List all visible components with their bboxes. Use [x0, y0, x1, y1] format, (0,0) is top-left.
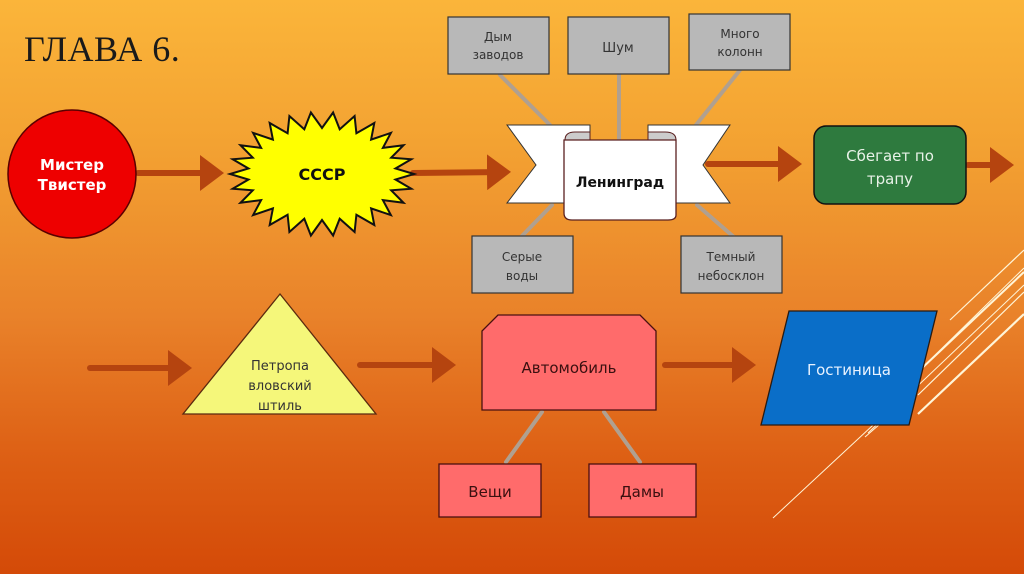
things-label: Вещи [468, 483, 511, 501]
connector-dark-sky [695, 203, 737, 240]
columns-label-2: колонн [717, 45, 762, 59]
connector-ladies [602, 410, 642, 464]
node-ladies: Дамы [588, 463, 697, 518]
slide-title: ГЛАВА 6. [24, 29, 181, 69]
smoke-label-2: заводов [473, 48, 524, 62]
mister-twister-label-2: Твистер [38, 176, 107, 194]
connector-columns [694, 68, 742, 127]
smoke-label-1: Дым [484, 30, 512, 44]
node-hotel: Гостиница [760, 310, 938, 426]
dark-sky-label-1: Темный [706, 250, 756, 264]
petropavlovsk-label-3: штиль [258, 399, 302, 414]
node-mister-twister: Мистер Твистер [7, 109, 137, 239]
gangway-label-2: трапу [867, 170, 913, 188]
node-dark-sky: Темный небосклон [680, 235, 783, 294]
leningrad-label: Ленинград [576, 175, 664, 191]
ladies-label: Дамы [620, 483, 664, 501]
car-label: Автомобиль [522, 359, 617, 377]
gangway-label-1: Сбегает по [846, 147, 934, 165]
noise-label: Шум [602, 41, 633, 56]
connector-smoke [498, 73, 552, 127]
arrows [87, 146, 1014, 386]
hotel-label: Гостиница [807, 361, 891, 379]
node-columns: Много колонн [688, 13, 791, 71]
arrow-ussr-to-leningrad [410, 154, 511, 191]
node-noise: Шум [567, 16, 670, 75]
connectors [498, 68, 742, 464]
connector-grey-waters [518, 203, 554, 240]
connector-things [504, 410, 544, 464]
columns-label-1: Много [720, 27, 759, 41]
petropavlovsk-label-1: Петропа [251, 359, 309, 374]
mister-twister-label-1: Мистер [40, 156, 104, 174]
petropavlovsk-label-2: вловский [248, 379, 311, 394]
node-ussr: СССР [226, 110, 418, 238]
node-gangway: Сбегает по трапу [813, 125, 967, 205]
node-things: Вещи [438, 463, 542, 518]
dark-sky-label-2: небосклон [698, 269, 765, 283]
node-leningrad: Ленинград [505, 124, 731, 221]
grey-waters-label-1: Серые [502, 250, 542, 264]
grey-waters-label-2: воды [506, 269, 538, 283]
ussr-label: СССР [299, 165, 346, 184]
node-car: Автомобиль [481, 314, 657, 411]
node-petropavlovsk: Петропа вловский штиль [181, 292, 378, 415]
node-smoke: Дым заводов [447, 16, 550, 75]
node-grey-waters: Серые воды [471, 235, 574, 294]
